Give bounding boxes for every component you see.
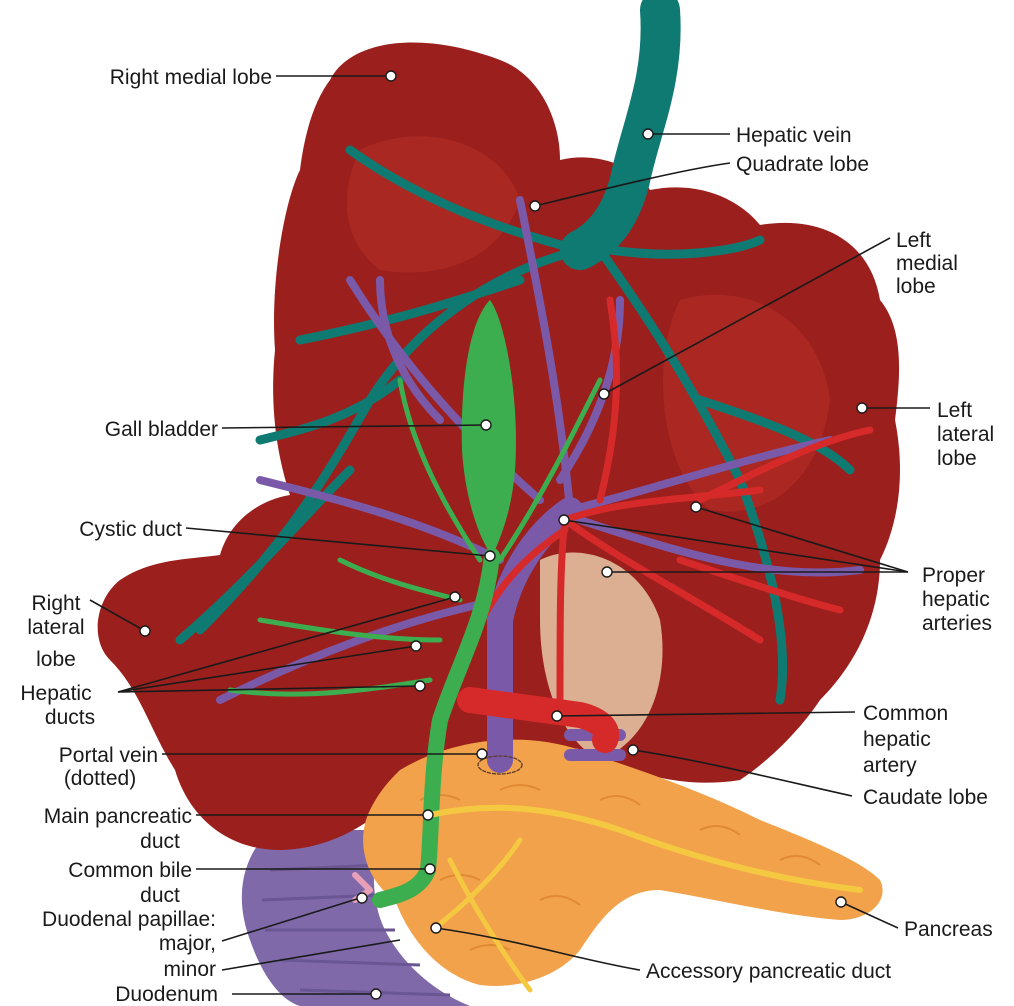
- dot-duodenum: [371, 989, 381, 999]
- dot-duodenal-major: [357, 893, 367, 903]
- label-proper-hepatic-arteries-1: Proper: [922, 564, 985, 587]
- label-gall-bladder: Gall bladder: [105, 418, 218, 441]
- label-left-medial-lobe-1: Left: [896, 229, 931, 252]
- label-caudate-lobe: Caudate lobe: [863, 786, 988, 809]
- dot-hepatic-ducts-1: [450, 592, 460, 602]
- label-common-hepatic-artery-2: hepatic: [863, 728, 931, 751]
- dot-main-pancreatic-duct: [423, 810, 433, 820]
- label-hepatic-ducts-1: Hepatic: [20, 682, 91, 705]
- label-left-lateral-lobe-2: lateral: [937, 423, 994, 446]
- dot-proper-hepatic-1: [559, 515, 569, 525]
- label-left-lateral-lobe-1: Left: [937, 399, 972, 422]
- dot-gall-bladder: [481, 420, 491, 430]
- dot-common-hepatic-artery: [552, 711, 562, 721]
- dot-left-lateral-lobe: [857, 403, 867, 413]
- dot-hepatic-ducts-2: [411, 641, 421, 651]
- label-right-lateral-lobe-2: lateral: [27, 616, 84, 639]
- dot-right-medial-lobe: [386, 71, 396, 81]
- dot-accessory-pancreatic-duct: [431, 923, 441, 933]
- dot-proper-hepatic-3: [602, 567, 612, 577]
- dot-caudate-lobe: [628, 745, 638, 755]
- label-main-pancreatic-duct-2: duct: [140, 830, 180, 853]
- label-duodenal-papillae-3: minor: [163, 958, 216, 981]
- label-duodenal-papillae-1: Duodenal papillae:: [42, 908, 216, 931]
- label-accessory-pancreatic-duct: Accessory pancreatic duct: [646, 960, 891, 983]
- dot-common-bile-duct: [425, 864, 435, 874]
- label-left-medial-lobe-2: medial: [896, 252, 958, 275]
- label-portal-vein-2: (dotted): [64, 767, 136, 790]
- label-left-medial-lobe-3: lobe: [896, 275, 936, 298]
- label-common-hepatic-artery-3: artery: [863, 754, 917, 777]
- label-right-lateral-lobe-1: Right: [31, 592, 80, 615]
- dot-portal-vein: [477, 749, 487, 759]
- label-quadrate-lobe: Quadrate lobe: [736, 153, 869, 176]
- dot-hepatic-ducts-3: [415, 681, 425, 691]
- label-proper-hepatic-arteries-2: hepatic: [922, 588, 990, 611]
- dot-proper-hepatic-2: [691, 502, 701, 512]
- dot-hepatic-vein: [643, 129, 653, 139]
- label-right-medial-lobe: Right medial lobe: [110, 66, 272, 89]
- label-duodenal-papillae-2: major,: [159, 932, 216, 955]
- dot-pancreas: [836, 897, 846, 907]
- label-proper-hepatic-arteries-3: arteries: [922, 612, 992, 635]
- label-common-bile-duct-1: Common bile: [68, 859, 192, 882]
- label-common-hepatic-artery-1: Common: [863, 702, 948, 725]
- dot-quadrate-lobe: [530, 201, 540, 211]
- label-cystic-duct: Cystic duct: [79, 518, 182, 541]
- dot-cystic-duct: [485, 551, 495, 561]
- dot-left-medial-lobe: [599, 389, 609, 399]
- dot-right-lateral-lobe: [140, 626, 150, 636]
- label-pancreas: Pancreas: [904, 918, 993, 941]
- label-hepatic-ducts-2: ducts: [45, 706, 95, 729]
- label-hepatic-vein: Hepatic vein: [736, 124, 852, 147]
- label-main-pancreatic-duct-1: Main pancreatic: [44, 805, 192, 828]
- label-portal-vein-1: Portal vein: [59, 744, 158, 767]
- label-left-lateral-lobe-3: lobe: [937, 447, 977, 470]
- label-duodenum: Duodenum: [115, 983, 218, 1006]
- label-right-lateral-lobe-3: lobe: [36, 648, 76, 671]
- label-common-bile-duct-2: duct: [140, 884, 180, 907]
